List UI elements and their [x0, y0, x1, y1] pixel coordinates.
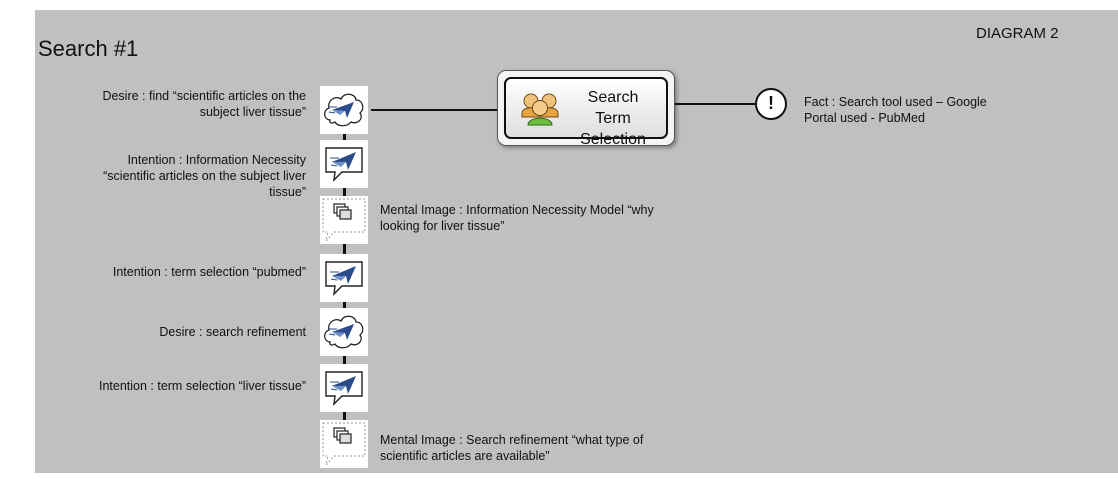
step-label-line: subject liver tissue” [199, 105, 306, 119]
fact-label-line: Fact : Search tool used – Google [804, 95, 987, 109]
step-connector [343, 131, 346, 144]
step-connector [343, 407, 346, 421]
search-term-selection-label: Search Term Selection [568, 87, 658, 150]
node-label-line: Selection [580, 131, 646, 148]
thought-cloud-icon [320, 308, 368, 356]
step-connector [343, 353, 346, 367]
step-label-intention-necessity: Intention : Information Necessity “scien… [103, 152, 306, 200]
search-term-selection-node: Search Term Selection [497, 70, 675, 148]
step-connector [343, 244, 346, 258]
people-group-icon [521, 93, 559, 126]
desire-to-node-line [371, 109, 497, 111]
search-term-selection-inner: Search Term Selection [504, 77, 668, 148]
step-label-line: looking for liver tissue” [380, 219, 505, 233]
step-label-line: Desire : search refinement [159, 325, 306, 339]
step-label-line: Mental Image : Search refinement “what t… [380, 433, 644, 447]
speech-bubble-arrow-icon [320, 254, 368, 302]
speech-bubble-arrow-icon [320, 364, 368, 412]
step-label-intention-liver-tissue: Intention : term selection “liver tissue… [99, 378, 306, 394]
fact-label: Fact : Search tool used – Google Portal … [804, 94, 987, 126]
node-to-fact-line [675, 103, 755, 105]
step-label-intention-pubmed: Intention : term selection “pubmed” [113, 264, 306, 280]
step-label-line: Intention : term selection “liver tissue… [98, 379, 306, 393]
step-label-line: scientific articles are available” [380, 449, 550, 463]
step-label-desire-refinement: Desire : search refinement [159, 324, 306, 340]
diagram-label: DIAGRAM 2 [976, 25, 1059, 42]
page-title: Search #1 [38, 36, 139, 61]
thought-cloud-icon [320, 86, 368, 134]
step-label-mental-image-refinement: Mental Image : Search refinement “what t… [380, 432, 643, 464]
step-label-line: Desire : find “scientific articles on th… [102, 89, 306, 103]
speech-bubble-arrow-icon [320, 140, 368, 188]
fact-label-line: Portal used - PubMed [804, 111, 925, 125]
step-label-line: Mental Image : Information Necessity Mod… [380, 203, 654, 217]
exclamation-icon: ! [755, 88, 787, 120]
step-connector [343, 186, 346, 198]
step-label-line: Intention : Information Necessity [127, 153, 306, 167]
step-label-desire-find: Desire : find “scientific articles on th… [102, 88, 306, 120]
step-label-mental-image-model: Mental Image : Information Necessity Mod… [380, 202, 654, 234]
step-connector [343, 298, 346, 311]
step-label-line: tissue” [269, 185, 306, 199]
step-label-line: “scientific articles on the subject live… [103, 169, 306, 183]
mental-image-icon [320, 196, 368, 244]
step-label-line: Intention : term selection “pubmed” [112, 265, 306, 279]
mental-image-icon [320, 420, 368, 468]
node-label-line: Search Term [587, 89, 639, 127]
